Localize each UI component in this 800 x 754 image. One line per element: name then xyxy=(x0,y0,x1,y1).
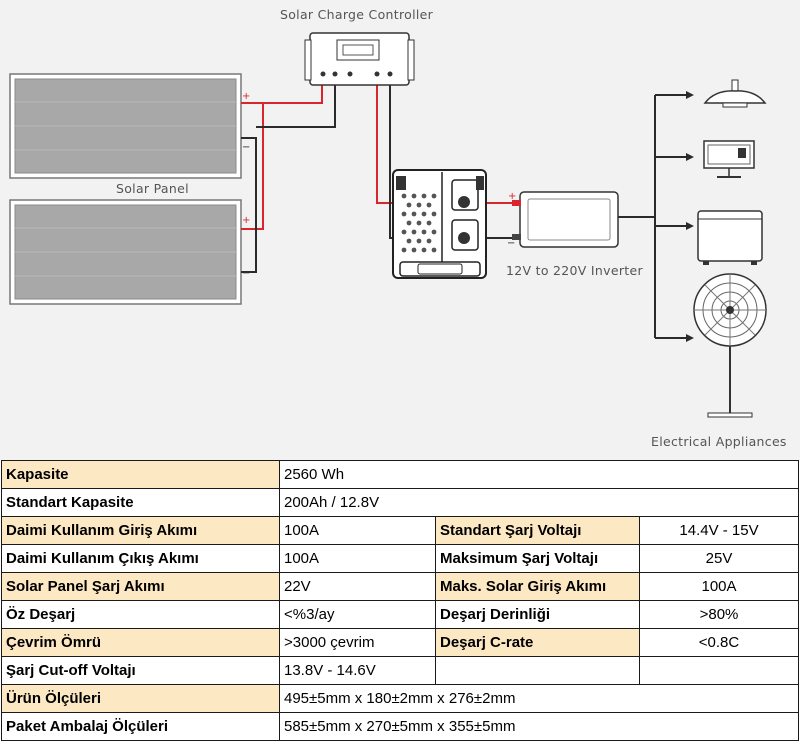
charge-controller-label: Solar Charge Controller xyxy=(280,7,434,22)
battery-icon xyxy=(392,169,487,279)
spec-key xyxy=(435,656,640,685)
appliance-icon xyxy=(697,210,763,265)
inverter-plus-sign: + xyxy=(508,191,516,202)
spec-value: >80% xyxy=(638,600,800,629)
charge-controller-icon xyxy=(304,32,415,86)
spec-value: 585±5mm x 270±5mm x 355±5mm xyxy=(278,712,800,741)
spec-value: <0.8C xyxy=(638,628,800,657)
table-row: Şarj Cut-off Voltajı 13.8V - 14.6V xyxy=(1,656,800,685)
spec-key: Maks. Solar Giriş Akımı xyxy=(435,572,640,601)
table-row: Çevrim Ömrü >3000 çevrim Deşarj C-rate <… xyxy=(1,628,800,657)
spec-value: 100A xyxy=(638,572,800,601)
spec-key: Deşarj Derinliği xyxy=(435,600,640,629)
solar-panel-label: Solar Panel xyxy=(116,181,189,196)
lamp-icon xyxy=(703,79,767,108)
spec-value: 25V xyxy=(638,544,800,573)
table-row: Öz Deşarj <%3/ay Deşarj Derinliği >80% xyxy=(1,600,800,629)
spec-value: >3000 çevrim xyxy=(279,628,436,657)
spec-value: <%3/ay xyxy=(279,600,436,629)
spec-key: Ürün Ölçüleri xyxy=(1,684,280,713)
spec-key: Şarj Cut-off Voltajı xyxy=(1,656,280,685)
specs-table: Kapasite 2560 Wh Standart Kapasite 200Ah… xyxy=(1,460,800,741)
spec-key: Paket Ambalaj Ölçüleri xyxy=(1,712,280,741)
spec-key: Deşarj C-rate xyxy=(435,628,640,657)
table-row: Standart Kapasite 200Ah / 12.8V xyxy=(1,488,800,517)
spec-value: 200Ah / 12.8V xyxy=(278,488,800,517)
spec-value: 22V xyxy=(279,572,436,601)
spec-key: Daimi Kullanım Çıkış Akımı xyxy=(1,544,280,573)
spec-key: Kapasite xyxy=(1,460,280,489)
spec-value: 2560 Wh xyxy=(278,460,800,489)
table-row: Daimi Kullanım Çıkış Akımı 100A Maksimum… xyxy=(1,544,800,573)
table-row: Daimi Kullanım Giriş Akımı 100A Standart… xyxy=(1,516,800,545)
solar-panel-icon xyxy=(9,199,242,305)
spec-value: 100A xyxy=(279,516,436,545)
spec-key: Öz Deşarj xyxy=(1,600,280,629)
table-row: Paket Ambalaj Ölçüleri 585±5mm x 270±5mm… xyxy=(1,712,800,741)
spec-key: Standart Şarj Voltajı xyxy=(435,516,640,545)
fan-icon xyxy=(693,273,767,418)
spec-value xyxy=(638,656,800,685)
system-diagram: Solar Charge Controller Solar Panel 12V … xyxy=(0,0,800,460)
panel-minus-sign: − xyxy=(242,268,250,279)
spec-value: 14.4V - 15V xyxy=(638,516,800,545)
spec-value: 13.8V - 14.6V xyxy=(279,656,436,685)
panel-plus-sign: + xyxy=(242,91,250,102)
spec-key: Standart Kapasite xyxy=(1,488,280,517)
appliances-label: Electrical Appliances xyxy=(651,434,787,449)
spec-key: Daimi Kullanım Giriş Akımı xyxy=(1,516,280,545)
inverter-label: 12V to 220V Inverter xyxy=(506,263,643,278)
table-row: Kapasite 2560 Wh xyxy=(1,460,800,489)
table-row: Ürün Ölçüleri 495±5mm x 180±2mm x 276±2m… xyxy=(1,684,800,713)
solar-panel-icon xyxy=(9,73,242,179)
spec-value: 100A xyxy=(279,544,436,573)
table-row: Solar Panel Şarj Akımı 22V Maks. Solar G… xyxy=(1,572,800,601)
spec-key: Solar Panel Şarj Akımı xyxy=(1,572,280,601)
inverter-minus-sign: − xyxy=(507,238,515,249)
panel-minus-sign: − xyxy=(242,142,250,153)
spec-value: 495±5mm x 180±2mm x 276±2mm xyxy=(278,684,800,713)
spec-key: Çevrim Ömrü xyxy=(1,628,280,657)
inverter-icon xyxy=(512,191,619,248)
panel-plus-sign: + xyxy=(242,215,250,226)
monitor-icon xyxy=(703,140,755,178)
spec-key: Maksimum Şarj Voltajı xyxy=(435,544,640,573)
